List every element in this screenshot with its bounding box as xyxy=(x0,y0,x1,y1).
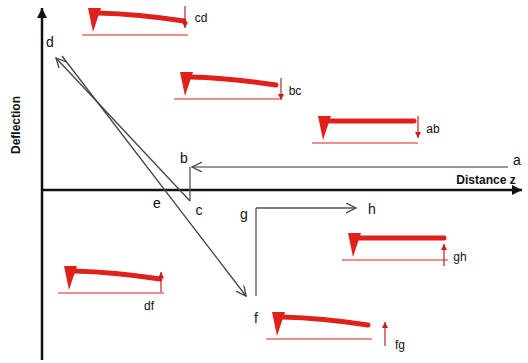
path-gh xyxy=(256,207,356,208)
path-cd xyxy=(56,58,190,201)
point-label: a xyxy=(513,153,521,167)
point-label: e xyxy=(153,196,161,210)
stage-label: df xyxy=(144,300,154,312)
beam-icon-cd xyxy=(82,6,188,35)
axis-title: Deflection xyxy=(10,96,22,154)
beam-icon-gh xyxy=(342,233,448,266)
point-label: d xyxy=(46,35,54,49)
stage-label: ab xyxy=(426,123,439,135)
stage-label: gh xyxy=(453,251,466,263)
beam-icon-bc xyxy=(174,72,281,100)
x-axis xyxy=(42,189,522,192)
axis-title: Distance z xyxy=(456,174,515,186)
beam-icon-fg xyxy=(266,312,385,346)
path-ab xyxy=(192,166,508,167)
y-axis xyxy=(41,8,44,360)
point-label: c xyxy=(196,203,203,217)
beam-icon-df xyxy=(58,266,164,293)
stage-label: cd xyxy=(195,12,208,24)
point-label: g xyxy=(240,207,248,221)
path-df xyxy=(62,56,246,296)
stage-label: bc xyxy=(289,85,302,97)
point-label: f xyxy=(254,311,258,325)
stage-label: fg xyxy=(395,339,405,351)
point-label: b xyxy=(180,151,188,165)
path-fg xyxy=(255,208,256,296)
beam-icon-ab xyxy=(312,116,418,143)
path-bc xyxy=(189,167,190,201)
point-label: h xyxy=(368,202,376,216)
